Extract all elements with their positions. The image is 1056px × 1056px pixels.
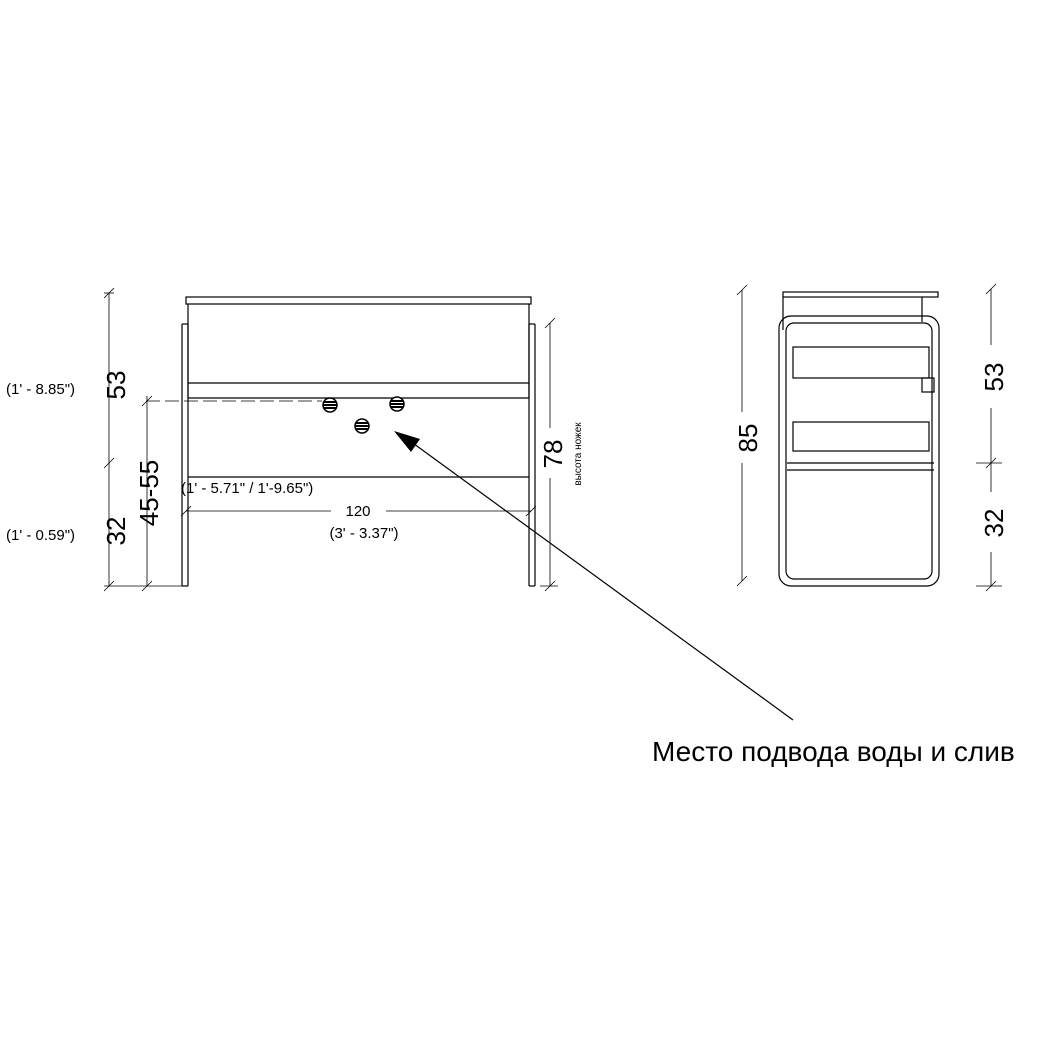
front-depth-dimension: [103, 287, 182, 592]
pipe-outlet-right-icon: [389, 396, 405, 412]
front-width-imperial-label: (3' - 3.37"): [329, 525, 398, 542]
side-countertop: [782, 291, 939, 298]
side-tube-frame-outer: [778, 315, 940, 587]
front-depth-bottom-imperial-label: (1' - 0.59"): [6, 527, 75, 544]
pipe-height-label: 45-55: [134, 460, 164, 527]
front-right-leg: [528, 323, 536, 587]
side-lower-drawer: [792, 421, 930, 452]
leg-height-dimension: [540, 317, 558, 592]
front-depth-top-imperial-label: (1' - 8.85"): [6, 381, 75, 398]
leg-height-label: 78: [538, 440, 568, 469]
pipe-height-dimension: [141, 395, 153, 592]
side-tube-frame-inner: [785, 322, 933, 580]
annotation-arrow: [394, 431, 794, 721]
side-height-dimension: [736, 284, 748, 587]
pipe-outlet-left-icon: [322, 397, 338, 413]
side-view: 85 53 32: [733, 283, 1009, 592]
front-depth-top-label: 53: [101, 371, 131, 400]
pipe-height-imperial-label: (1' - 5.71" / 1'-9.65"): [181, 480, 313, 497]
front-countertop: [185, 296, 532, 305]
leg-height-note: высота ножек: [573, 422, 584, 486]
side-total-height-label: 85: [733, 424, 763, 453]
side-upper-drawer: [792, 346, 930, 379]
side-depth-bottom-label: 32: [979, 509, 1009, 538]
front-left-leg: [181, 323, 189, 587]
annotation-caption: Место подвода воды и слив: [652, 736, 1015, 767]
front-view: 53 (1' - 8.85") 32 (1' - 0.59") 45-55 (1…: [6, 287, 584, 592]
pipe-outlets: [322, 396, 405, 434]
front-width-label: 120: [345, 503, 370, 520]
front-depth-bottom-label: 32: [101, 517, 131, 546]
arrow-head-icon: [394, 431, 420, 452]
pipe-outlet-drain-icon: [354, 418, 370, 434]
side-depth-top-label: 53: [979, 363, 1009, 392]
side-depth-dimension: [976, 283, 1002, 592]
